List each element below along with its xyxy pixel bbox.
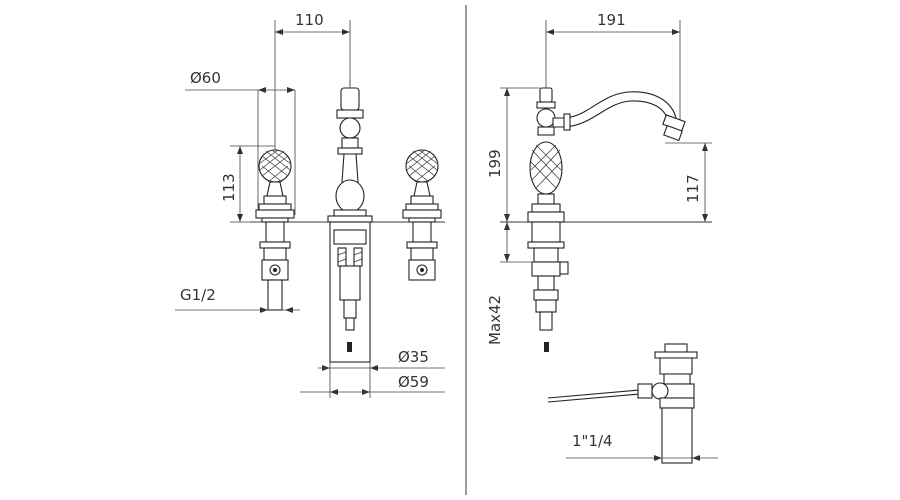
waste-rod xyxy=(547,389,641,399)
dimension-label-outlet-height: 117 xyxy=(684,174,702,203)
dimension-label-body-large: Ø59 xyxy=(398,373,429,391)
dimension-waste-thread: 1"1/4 xyxy=(566,432,718,461)
dimension-label-spout-reach: 191 xyxy=(597,11,626,29)
side-view: 191 199 117 xyxy=(486,11,718,464)
right-handle xyxy=(402,149,442,281)
dimension-label-knob-height: 113 xyxy=(220,173,238,202)
center-spout-body xyxy=(327,80,373,363)
dimension-knob-diameter: Ø60 xyxy=(185,69,296,215)
dimension-label-waste-thread: 1"1/4 xyxy=(572,432,613,450)
pop-up-waste xyxy=(547,343,698,464)
front-view: 110 Ø60 113 G1/2 xyxy=(175,11,445,398)
dimension-label-thread: G1/2 xyxy=(180,286,216,304)
dimension-max-deck: Max42 xyxy=(486,222,534,345)
dimension-label-knob-diameter: Ø60 xyxy=(190,69,221,87)
dimension-body-diameters: Ø35 Ø59 xyxy=(300,348,445,398)
dimension-spout-reach: 191 xyxy=(545,11,681,120)
dimension-knob-height: 113 xyxy=(220,145,275,223)
left-handle xyxy=(255,149,295,311)
dimension-label-110: 110 xyxy=(295,11,324,29)
dimension-outlet-height: 117 xyxy=(665,142,712,222)
dimension-spout-height: 199 xyxy=(486,87,540,222)
spout-body-side xyxy=(527,87,686,352)
dimension-label-spout-height: 199 xyxy=(486,149,504,178)
dimension-label-body-small: Ø35 xyxy=(398,348,429,366)
dimension-label-max-deck: Max42 xyxy=(486,295,504,345)
dimension-110: 110 xyxy=(274,11,351,205)
